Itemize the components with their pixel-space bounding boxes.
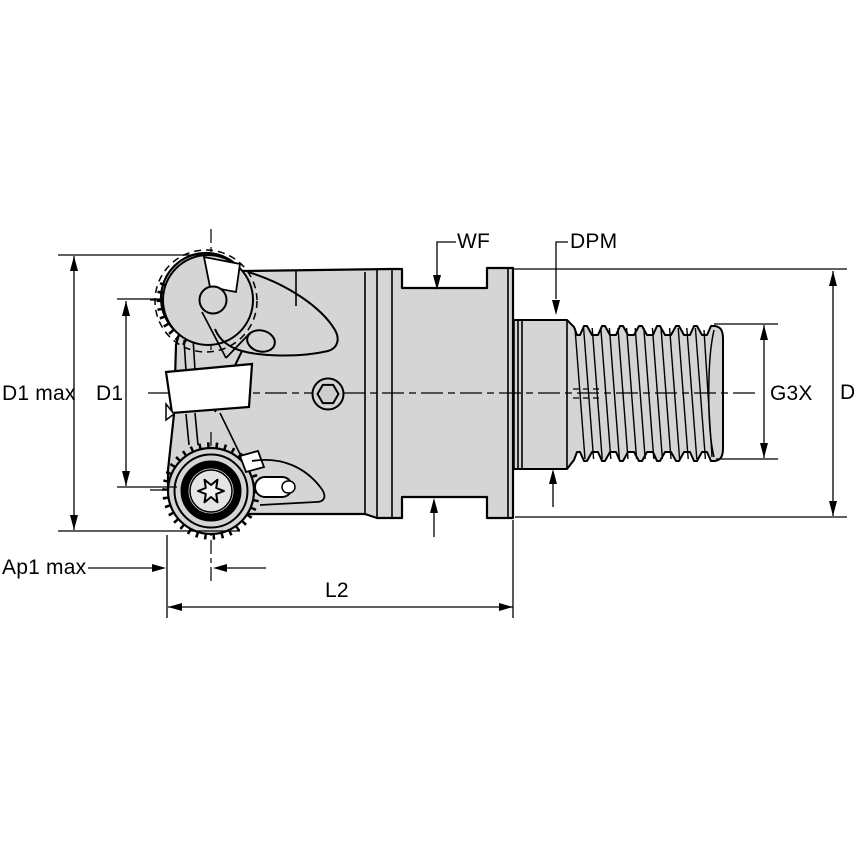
upper-insert-cutting-circle-dashed	[154, 249, 258, 353]
shank-profile	[512, 319, 724, 470]
upper-insert-screw-hole	[198, 285, 228, 315]
dim-label-d1: D1	[96, 382, 124, 405]
lower-insert-edge-circle	[173, 453, 249, 529]
l2-extension-lines	[166, 520, 514, 618]
middle-insert-notch	[165, 401, 176, 422]
torx-screw-icon	[197, 478, 225, 504]
neck-groove-lines	[513, 320, 568, 469]
dim-label-ap1-max: Ap1 max	[2, 556, 87, 579]
middle-insert-face	[164, 362, 254, 415]
upper-insert-clamp-lines	[201, 311, 251, 359]
lower-pocket-slot-inner	[281, 480, 296, 494]
lower-pocket-outline	[251, 459, 326, 506]
upper-insert-serration-arc	[156, 281, 192, 348]
dim-label-l2: L2	[325, 579, 349, 602]
dimension-arrowheads	[70, 256, 837, 611]
d-extension-lines	[513, 268, 847, 518]
hex-socket-hexagon-icon	[316, 383, 340, 405]
dim-label-d1-max: D1 max	[2, 382, 76, 405]
hex-socket	[311, 377, 345, 411]
thread-minor-dashes	[573, 388, 600, 399]
g3x-extension-lines	[714, 323, 778, 460]
dpm-leader-line	[552, 241, 568, 507]
upper-insert	[154, 249, 258, 359]
dim-label-d: D	[840, 381, 854, 404]
dim-label-wf: WF	[457, 230, 491, 253]
dim-label-g3x: G3X	[770, 382, 813, 405]
dim-label-dpm: DPM	[570, 230, 618, 253]
upper-pocket-slot-hole	[246, 329, 276, 353]
lower-pocket	[238, 449, 326, 506]
thread-shank	[512, 319, 724, 470]
dimension-lines	[58, 241, 847, 618]
lower-pocket-insert-corner	[238, 449, 266, 474]
d1-extension-lines	[117, 298, 177, 488]
upper-pocket-outline	[214, 271, 339, 357]
middle-insert	[164, 362, 254, 422]
upper-insert-wedge	[202, 255, 242, 294]
lower-insert-black-ring	[180, 460, 242, 522]
d1max-extension-lines	[58, 254, 240, 532]
wf-leader-line	[433, 241, 456, 537]
